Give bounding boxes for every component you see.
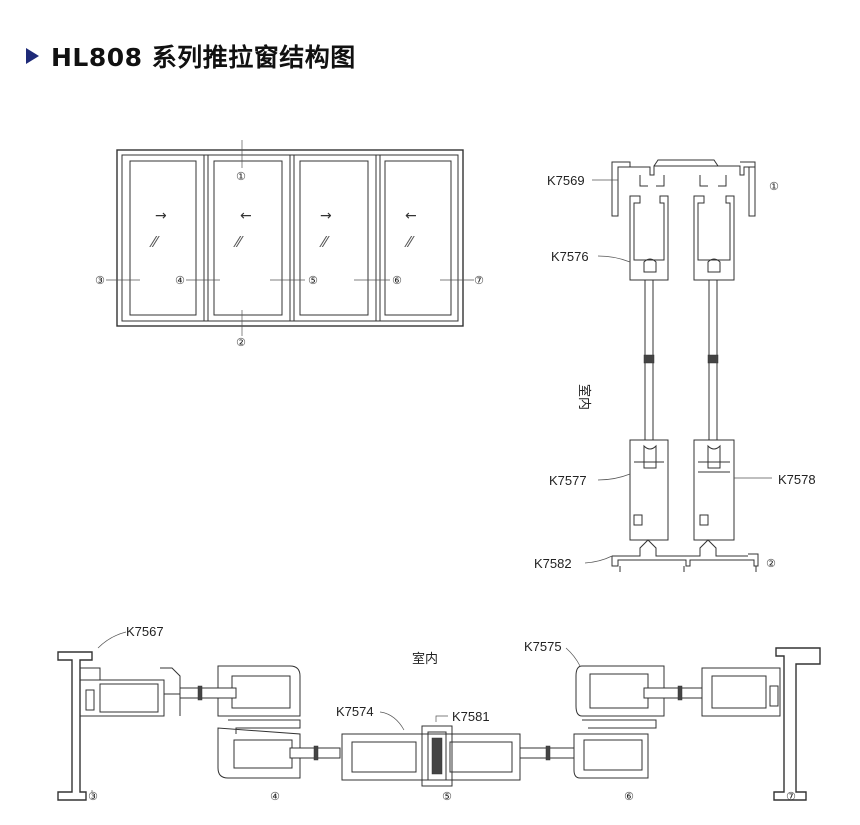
- page-header: HL808 系列推拉窗结构图: [26, 38, 356, 74]
- sash-arrow-right-icon: →: [320, 208, 332, 224]
- marker-2: ②: [766, 557, 776, 570]
- part-label-k7581: K7581: [452, 709, 490, 724]
- marker-3: ③: [95, 274, 105, 287]
- indoor-label: 室内: [577, 384, 592, 410]
- page-title: HL808 系列推拉窗结构图: [51, 43, 356, 72]
- marker-4: ④: [175, 274, 185, 287]
- sash-arrow-right-icon: →: [155, 208, 167, 224]
- marker-2: ②: [236, 336, 246, 349]
- glass-glint-icon: ⁄⁄: [149, 233, 161, 251]
- marker-6: ⑥: [624, 790, 634, 803]
- part-label-k7567: K7567: [126, 624, 164, 639]
- glass-glint-icon: ⁄⁄: [404, 233, 416, 251]
- part-label-k7578: K7578: [778, 472, 816, 487]
- part-label-k7569: K7569: [547, 173, 585, 188]
- marker-1: ①: [236, 170, 246, 183]
- sash-arrow-left-icon: ←: [405, 208, 417, 224]
- marker-7: ⑦: [786, 790, 796, 803]
- glass-glint-icon: ⁄⁄: [319, 233, 331, 251]
- marker-7: ⑦: [474, 274, 484, 287]
- part-label-k7574: K7574: [336, 704, 374, 719]
- part-label-k7577: K7577: [549, 473, 587, 488]
- horizontal-section: K7567 K7574 K7581 K7575 室内 ③ ④ ⑤ ⑥ ⑦: [57, 624, 821, 803]
- marker-1: ①: [769, 180, 779, 193]
- indoor-label: 室内: [412, 651, 438, 666]
- marker-4: ④: [270, 790, 280, 803]
- window-elevation: → ← → ← ⁄⁄ ⁄⁄ ⁄⁄ ⁄⁄ ① ② ③ ④ ⑤ ⑥ ⑦: [95, 140, 484, 349]
- triangle-bullet-icon: [26, 48, 39, 64]
- marker-5: ⑤: [308, 274, 318, 287]
- marker-3: ③: [88, 790, 98, 803]
- part-label-k7575: K7575: [524, 639, 562, 654]
- marker-5: ⑤: [442, 790, 452, 803]
- sash-arrow-left-icon: ←: [240, 208, 252, 224]
- vertical-section: K7569 K7576 K7577 K7578 K7582 ① ② 室内: [534, 159, 816, 572]
- glass-glint-icon: ⁄⁄: [233, 233, 245, 251]
- part-label-k7582: K7582: [534, 556, 572, 571]
- part-label-k7576: K7576: [551, 249, 589, 264]
- marker-6: ⑥: [392, 274, 402, 287]
